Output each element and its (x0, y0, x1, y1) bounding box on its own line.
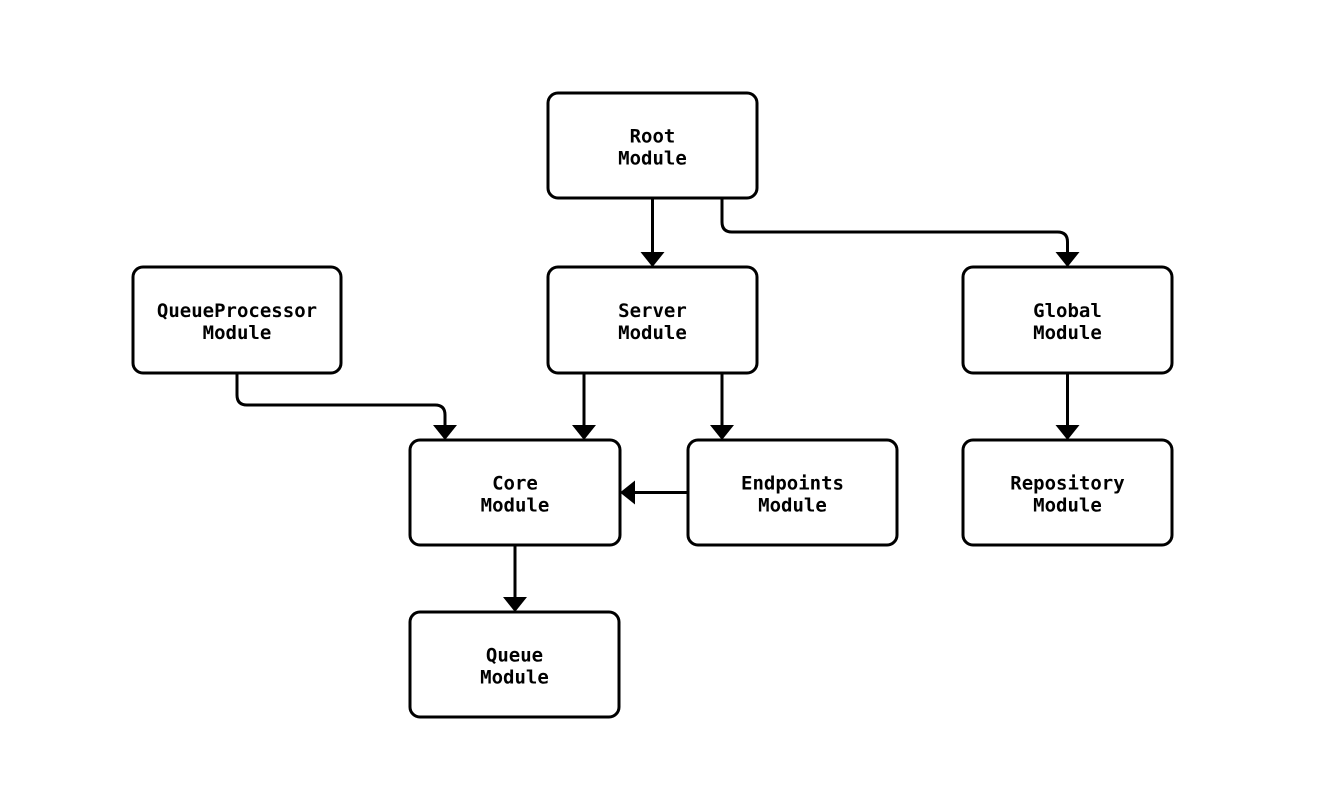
arrowhead-root-global (1055, 252, 1080, 267)
node-queue-module-box (408, 610, 621, 719)
node-queueprocessor-module-label-line2: Module (203, 322, 272, 344)
node-root-module-label-line1: Root (630, 126, 676, 148)
node-root-module-label-line2: Module (618, 148, 687, 170)
node-root-module-box (546, 91, 759, 200)
node-queueprocessor-module-box (131, 265, 343, 375)
node-queue-module-label-line1: Queue (486, 645, 543, 667)
node-global-module: Global Module (961, 265, 1174, 375)
node-global-module-box (961, 265, 1174, 375)
node-server-module-label-line1: Server (618, 300, 687, 322)
arrowhead-server-core (572, 425, 596, 440)
node-endpoints-module-box (686, 438, 899, 547)
node-repository-module-label-line1: Repository (1010, 473, 1124, 495)
node-repository-module-box (961, 438, 1174, 547)
arrowhead-endpoints-core (620, 480, 635, 505)
edges (235, 198, 1080, 612)
node-core-module-label-line2: Module (481, 495, 550, 517)
node-queueprocessor-module-label-line1: QueueProcessor (157, 300, 317, 322)
node-core-module: Core Module (408, 438, 622, 547)
node-root-module: Root Module (546, 91, 759, 200)
arrowhead-root-server (640, 252, 665, 267)
edge-root-global (720, 198, 1069, 254)
arrowhead-server-endpoints (710, 425, 734, 440)
node-endpoints-module-label-line2: Module (758, 495, 827, 517)
edge-queueprocessor-core (235, 373, 447, 427)
node-core-module-label-line1: Core (492, 473, 538, 495)
node-global-module-label-line1: Global (1033, 300, 1102, 322)
node-repository-module: Repository Module (961, 438, 1174, 547)
arrowhead-core-queue (503, 597, 527, 612)
node-endpoints-module: Endpoints Module (686, 438, 899, 547)
arrowhead-queueprocessor-core (433, 425, 457, 440)
node-server-module-box (546, 265, 759, 375)
node-queue-module: Queue Module (408, 610, 621, 719)
node-server-module-label-line2: Module (618, 322, 687, 344)
node-queue-module-label-line2: Module (480, 667, 549, 689)
node-global-module-label-line2: Module (1033, 322, 1102, 344)
node-server-module: Server Module (546, 265, 759, 375)
arrowhead-global-repository (1055, 425, 1080, 440)
node-repository-module-label-line2: Module (1033, 495, 1102, 517)
node-core-module-box (408, 438, 622, 547)
node-queueprocessor-module: QueueProcessor Module (131, 265, 343, 375)
node-endpoints-module-label-line1: Endpoints (741, 473, 844, 495)
